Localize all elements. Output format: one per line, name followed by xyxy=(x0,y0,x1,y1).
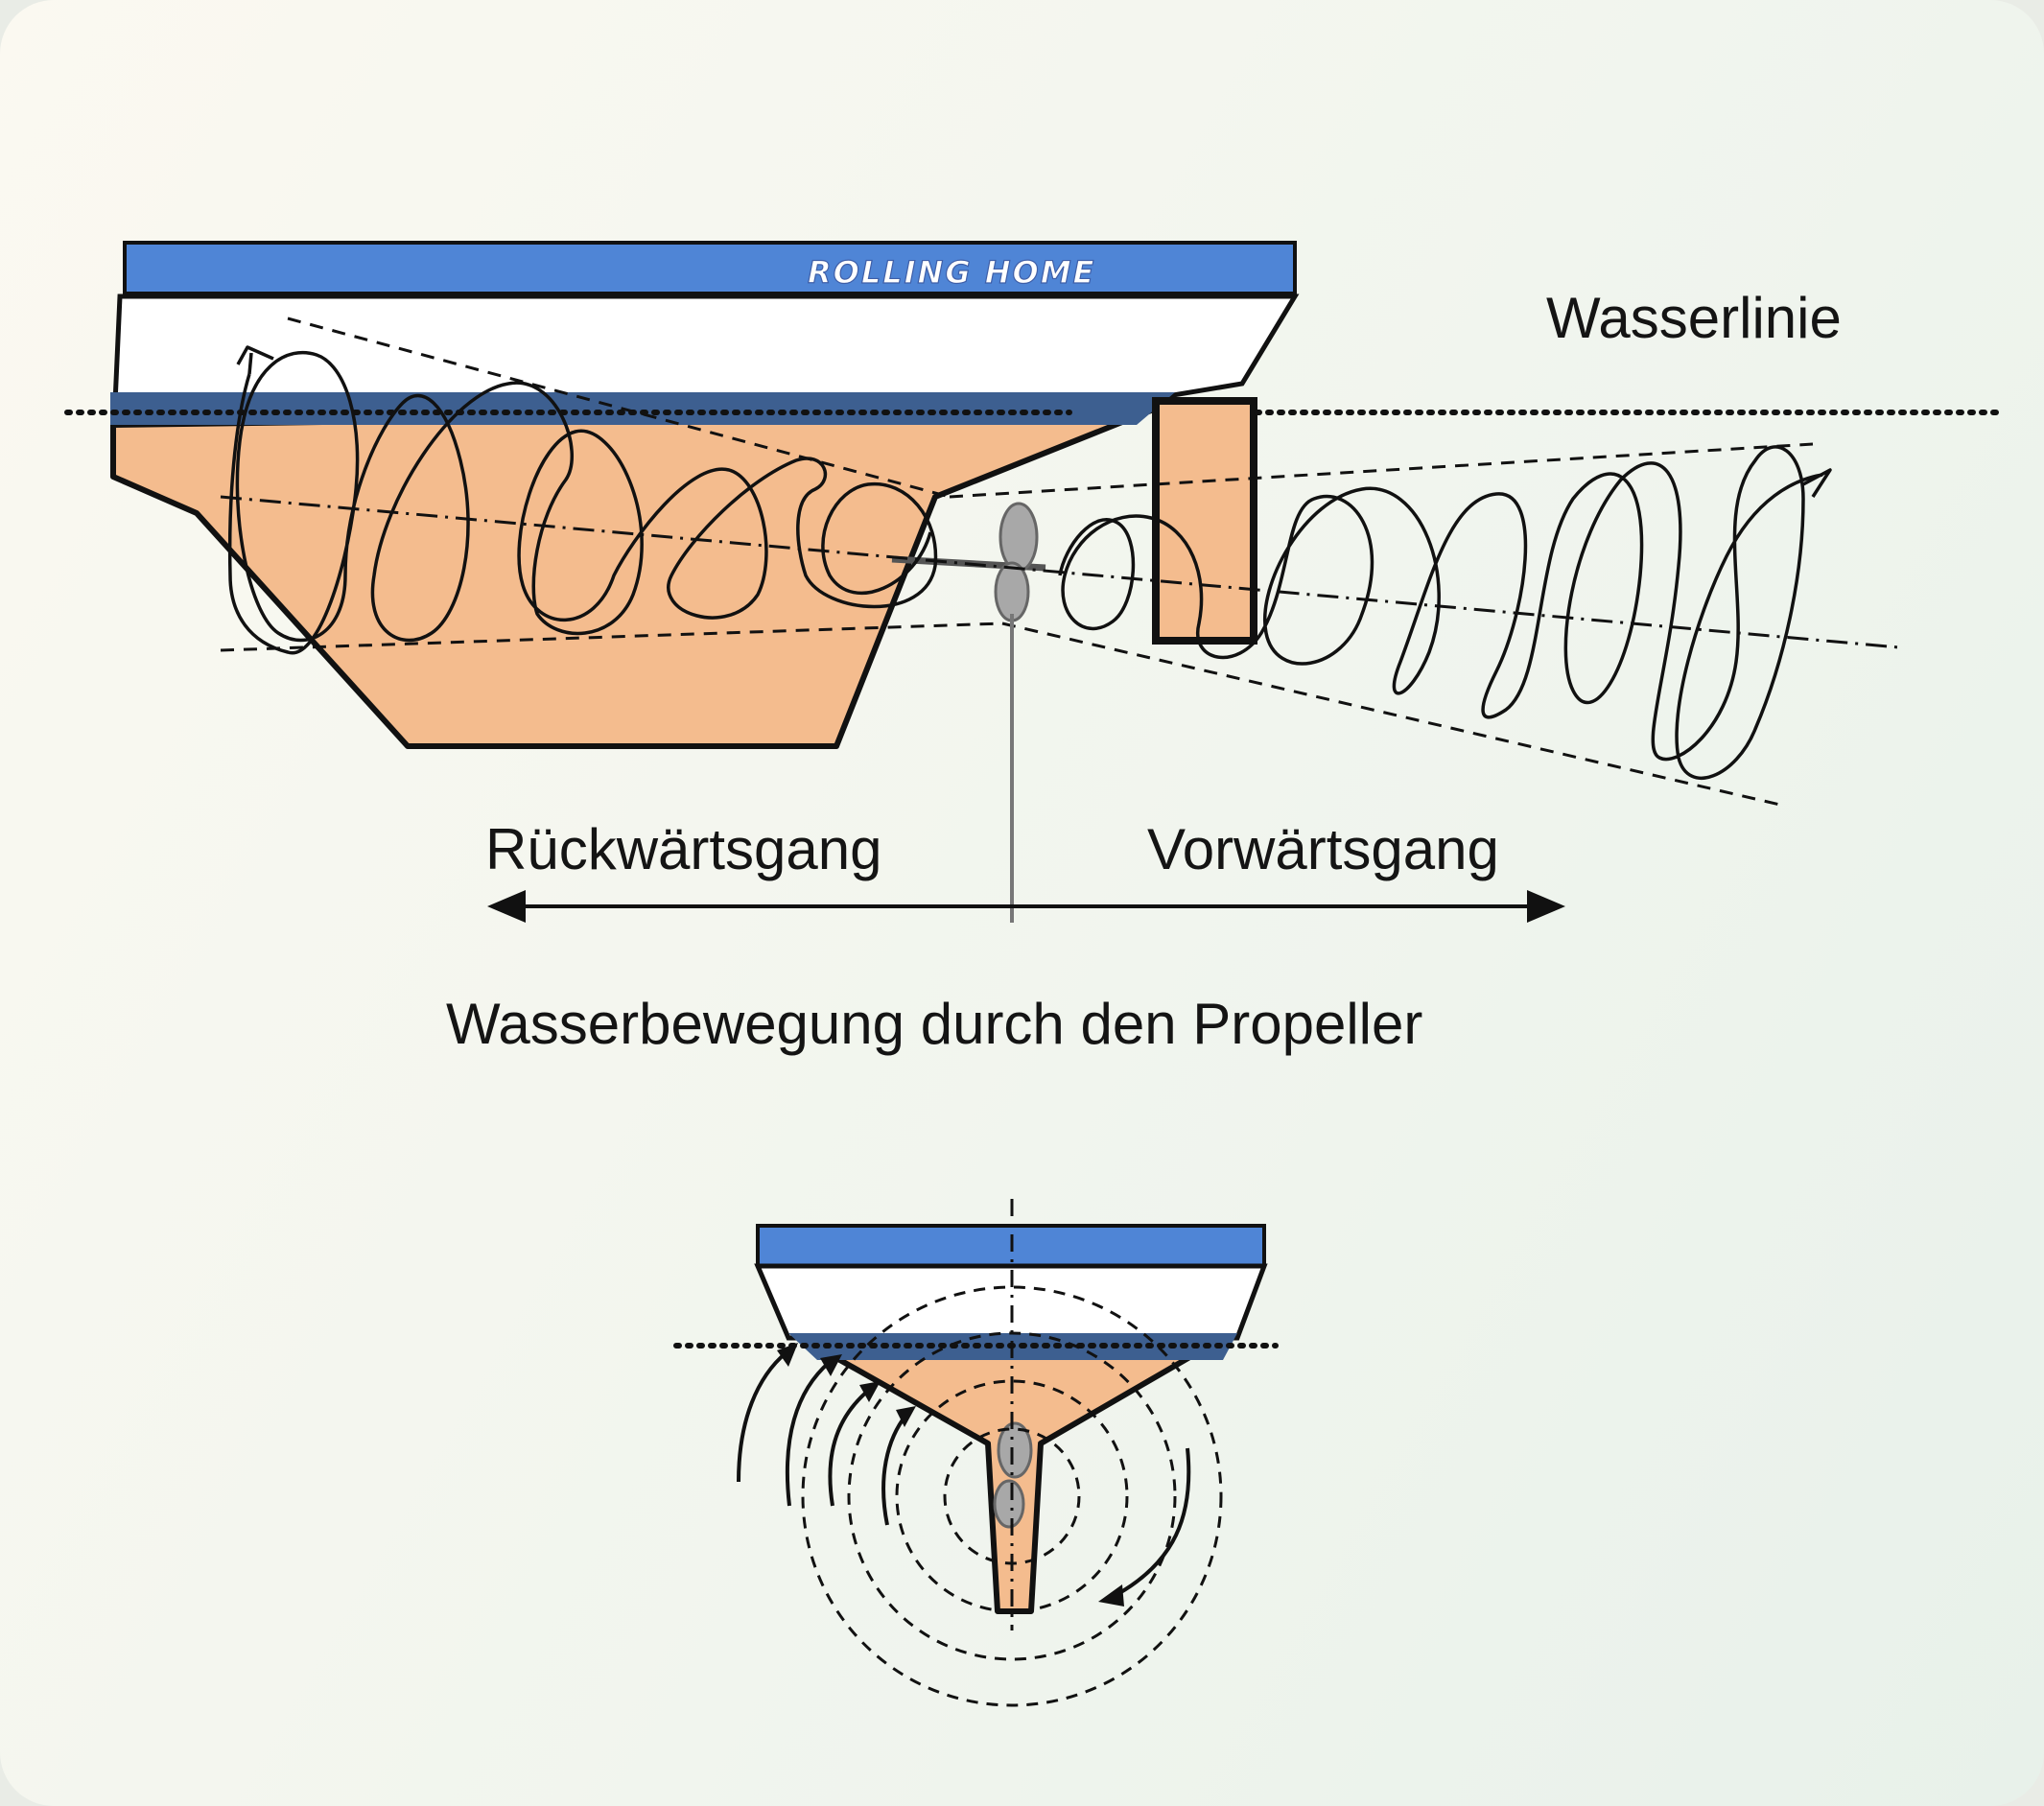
rotation-arrows-left xyxy=(737,1350,908,1526)
flow-envelope xyxy=(220,317,1814,808)
forward-gear-label: Vorwärtsgang xyxy=(1147,817,1499,881)
rotation-arrowhead-right-icon xyxy=(1098,1584,1124,1607)
waterline-band xyxy=(110,392,1175,425)
arrowhead-left-icon xyxy=(487,890,526,923)
stern-view xyxy=(673,1199,1279,1707)
waterline-label: Wasserlinie xyxy=(1546,286,1842,350)
reverse-gear-label: Rückwärtsgang xyxy=(485,817,882,881)
propeller-blade-top xyxy=(999,502,1039,573)
rotation-circles xyxy=(801,1285,1223,1707)
arrowhead-right-icon xyxy=(1527,890,1565,923)
helix-ahead xyxy=(1058,445,1832,780)
deck-bar xyxy=(123,241,1297,295)
propeller-blade-bottom xyxy=(994,561,1030,622)
helix-arrow-astern xyxy=(247,352,253,375)
side-view: ROLLING HOME xyxy=(64,241,2008,923)
rotation-arrowheads-left xyxy=(777,1343,916,1427)
hull-upper xyxy=(112,293,1300,406)
stern-propeller-bottom xyxy=(993,1479,1025,1529)
stern-propeller-top xyxy=(997,1421,1033,1479)
boat-name-label: ROLLING HOME xyxy=(808,254,1095,291)
direction-arrow xyxy=(487,890,1565,923)
rudder xyxy=(1152,397,1257,645)
hull-underwater xyxy=(110,408,1154,749)
caption-label: Wasserbewegung durch den Propeller xyxy=(446,992,1423,1056)
rotation-arrow-right xyxy=(1112,1447,1191,1599)
helix-astern xyxy=(227,345,938,655)
stern-hull-upper xyxy=(754,1263,1268,1341)
helix-arrow-ahead xyxy=(1802,468,1832,498)
